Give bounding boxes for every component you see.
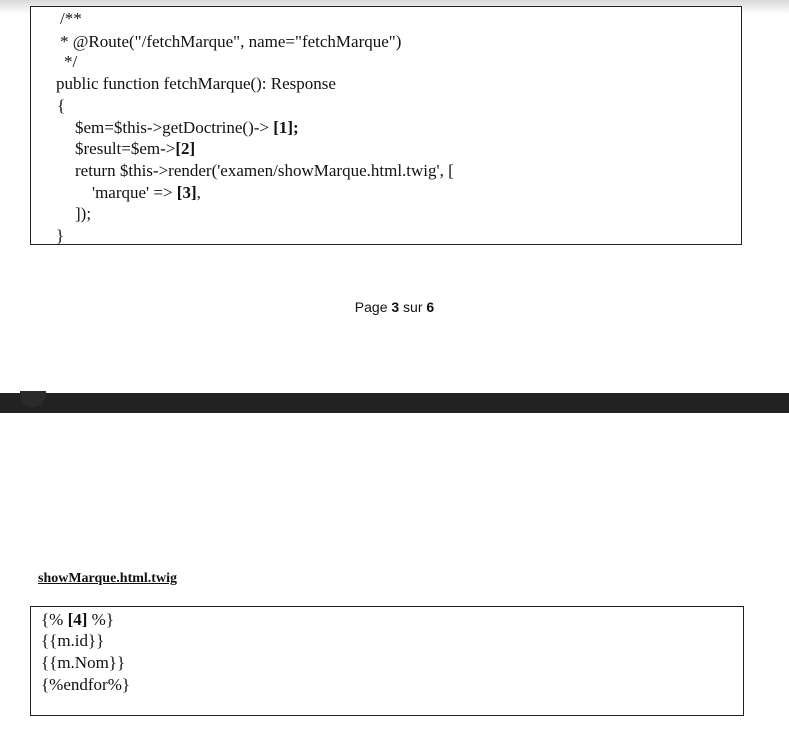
close-array-line: ]); xyxy=(75,204,92,223)
twig-id-line: {{m.id}} xyxy=(41,631,105,650)
twig-code-box: {% [4] %} {{m.id}} {{m.Nom}} {%endfor%} xyxy=(30,606,744,716)
twig-nom-line: {{m.Nom}} xyxy=(41,653,126,672)
doc-comment-open: /** xyxy=(60,9,82,28)
marque-param-comma: , xyxy=(196,183,201,202)
result-assignment-line: $result=$em->[2] xyxy=(75,138,195,159)
marque-param-line: 'marque' => [3], xyxy=(92,182,201,203)
close-brace: } xyxy=(56,226,65,245)
blank-3: [3] xyxy=(176,183,197,202)
page-separator-bar xyxy=(0,391,789,413)
function-signature: public function fetchMarque(): Response xyxy=(56,74,336,93)
twig-filename-heading: showMarque.html.twig xyxy=(38,571,177,586)
controller-code-box: /** * @Route("/fetchMarque", name="fetch… xyxy=(30,6,742,245)
page-number: Page 3 sur 6 xyxy=(0,299,789,315)
endfor-line: {%endfor%} xyxy=(41,675,131,694)
em-assignment-text: $em=$this->getDoctrine()-> xyxy=(75,118,274,137)
return-render-line: return $this->render('examen/showMarque.… xyxy=(75,161,454,180)
em-assignment-line: $em=$this->getDoctrine()-> [1]; xyxy=(75,117,299,138)
blank-1: [1]; xyxy=(273,118,299,137)
page-number-middle: sur xyxy=(399,299,427,315)
for-loop-open: {% xyxy=(41,610,68,629)
result-assignment-text: $result=$em-> xyxy=(75,139,176,158)
for-loop-close: %} xyxy=(87,610,114,629)
doc-comment-close: */ xyxy=(64,52,78,71)
separator-shape xyxy=(20,391,46,407)
route-annotation: * @Route("/fetchMarque", name="fetchMarq… xyxy=(60,32,402,51)
for-loop-line: {% [4] %} xyxy=(41,609,114,630)
blank-2: [2] xyxy=(175,139,196,158)
page-number-prefix: Page xyxy=(354,299,392,315)
open-brace: { xyxy=(57,96,66,115)
page-number-current: 3 xyxy=(391,299,400,315)
blank-4: [4] xyxy=(67,610,88,629)
marque-param-text: 'marque' => xyxy=(92,183,177,202)
page-number-total: 6 xyxy=(426,299,435,315)
